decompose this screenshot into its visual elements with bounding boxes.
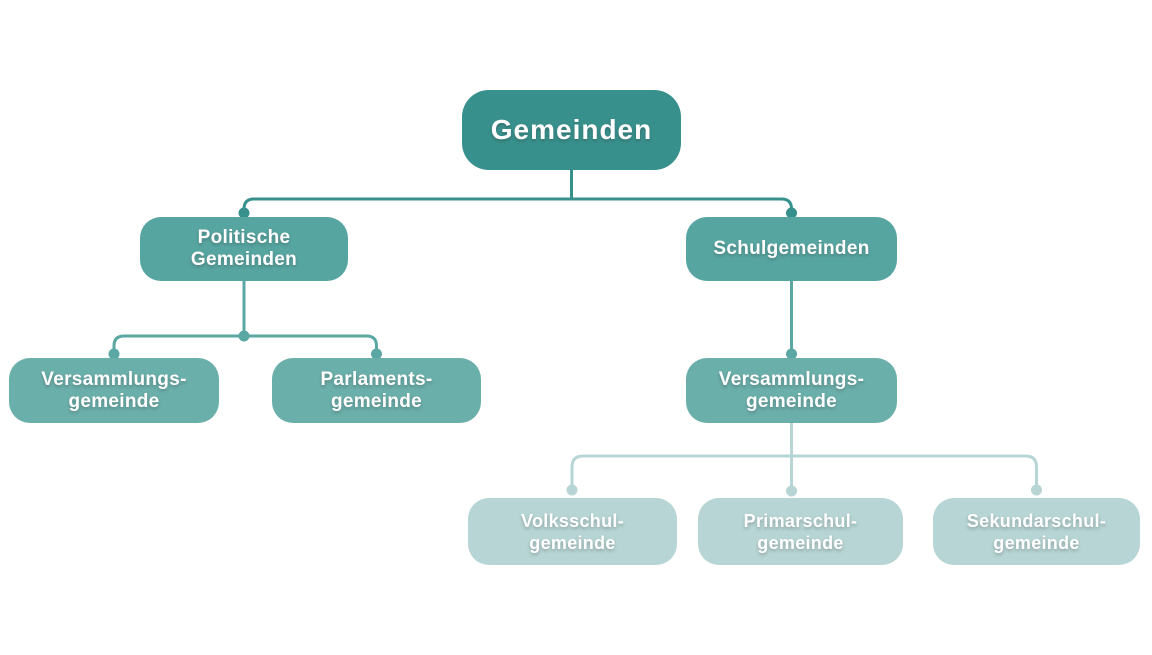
connector-schulgemeinden-to-child xyxy=(786,281,797,360)
node-schulgemeinden: Schulgemeinden xyxy=(686,217,897,281)
connector-line xyxy=(112,334,378,355)
connector-dot xyxy=(786,485,797,497)
node-label-line: Gemeinden xyxy=(190,249,298,270)
node-label-line: Volksschul- xyxy=(521,510,624,531)
node-sekundarschulgemeinde: Sekundarschul- gemeinde xyxy=(933,498,1140,565)
connector-dot xyxy=(1031,484,1042,496)
node-primarschulgemeinde: Primarschul- gemeinde xyxy=(698,498,903,565)
node-versammlungsgemeinde-schule: Versammlungs- gemeinde xyxy=(686,358,897,423)
node-label-line: Parlaments- xyxy=(320,368,433,390)
connector-line xyxy=(570,454,1038,490)
node-label-line: Sekundarschul- xyxy=(966,510,1107,531)
node-gemeinden: Gemeinden xyxy=(462,90,681,170)
node-label-line: Politische xyxy=(197,227,291,248)
node-label-line: gemeinde xyxy=(993,532,1080,553)
connector-versammlung-to-children xyxy=(566,423,1042,497)
node-label-line: gemeinde xyxy=(745,390,838,412)
node-versammlungsgemeinde-politisch: Versammlungs- gemeinde xyxy=(9,358,219,423)
junction-dot xyxy=(238,330,250,342)
node-label-line: Versammlungs- xyxy=(718,368,865,390)
connector-line xyxy=(242,197,793,214)
node-label-line: Primarschul- xyxy=(743,510,858,531)
node-label-line: Versammlungs- xyxy=(41,368,187,390)
node-parlamentsgemeinde: Parlaments- gemeinde xyxy=(272,358,481,423)
node-volksschulgemeinde: Volksschul- gemeinde xyxy=(468,498,677,565)
connector-dot xyxy=(566,484,578,496)
node-label-line: gemeinde xyxy=(757,532,844,553)
connector-gemeinden-to-children xyxy=(238,170,797,219)
connector-politische-to-children xyxy=(108,281,382,360)
node-label-line: gemeinde xyxy=(529,532,616,553)
node-label-line: gemeinde xyxy=(330,390,423,412)
node-label-line: gemeinde xyxy=(68,390,160,412)
node-label: Gemeinden xyxy=(490,114,653,145)
node-label-line: Schulgemeinden xyxy=(713,238,870,259)
node-politische-gemeinden: Politische Gemeinden xyxy=(140,217,348,281)
